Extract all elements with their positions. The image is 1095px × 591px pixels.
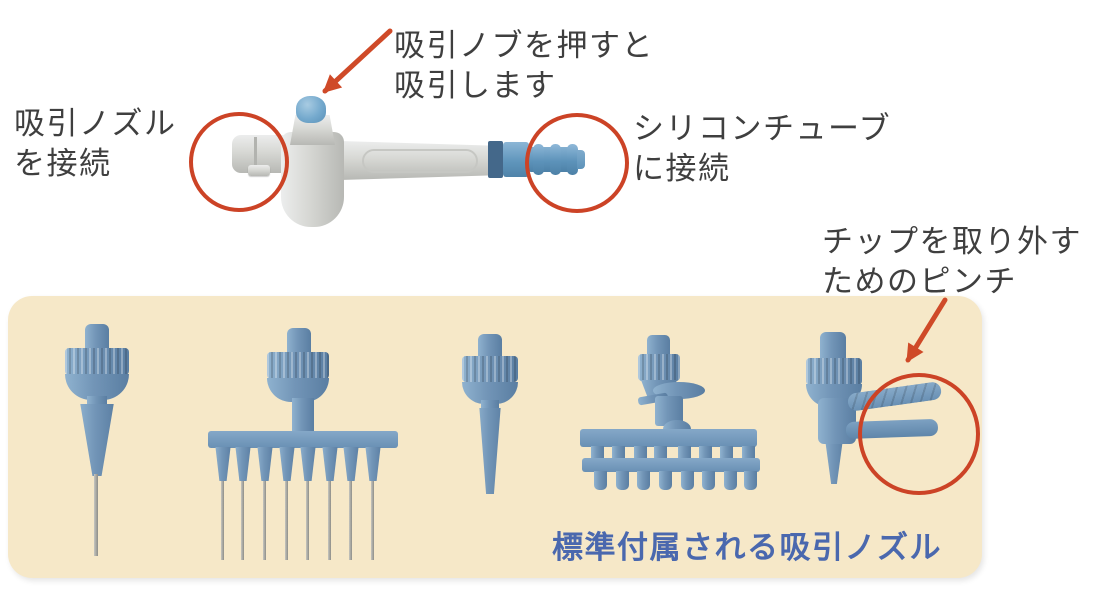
- panel-caption: 標準付属される吸引ノズル: [552, 530, 942, 566]
- nozzle4-upper-stub: [742, 446, 755, 460]
- annotation-knob-line1: 吸引ノブを押すと: [394, 28, 654, 64]
- nozzle4-upper-stub: [678, 446, 691, 460]
- nozzle2-needle: [241, 481, 244, 560]
- annotation-tube-port-line2: に接続: [633, 151, 731, 187]
- annotation-pinch-line1: チップを取り外す: [822, 224, 1082, 260]
- tube-sleeve: [503, 142, 529, 177]
- nozzle4-lower-stub: [616, 471, 629, 490]
- nozzle2-needle: [328, 481, 331, 560]
- nozzle2-needle: [306, 481, 309, 560]
- nozzle2-manifold-bar: [208, 431, 398, 448]
- nozzle2-tip: [279, 447, 295, 481]
- annotation-tube-port-line1: シリコンチューブ: [633, 111, 892, 147]
- nozzle2-tip: [322, 447, 338, 481]
- nozzle4-lower-stub: [681, 471, 694, 490]
- nozzle3-top-stub: [478, 334, 502, 358]
- annotation-knob: 吸引ノブを押すと 吸引します: [394, 26, 654, 106]
- nozzle4-lower-bar: [582, 458, 760, 472]
- nozzle2-knurled-cap: [267, 352, 329, 379]
- nozzle3-knurled-cap: [462, 356, 518, 382]
- nozzle2-needle: [349, 481, 352, 560]
- nozzle2-tip: [215, 447, 231, 481]
- nozzle4-upper-stub: [699, 446, 712, 460]
- nozzle2-tip: [365, 447, 381, 481]
- barrel-end-ring: [488, 141, 503, 178]
- nozzle1-knurled-cap: [65, 348, 129, 375]
- nozzle4-upper-bar: [580, 429, 757, 447]
- annotation-pinch-line2: ためのピンチ: [822, 264, 1017, 300]
- highlight-circle-nozzle-port: [189, 112, 289, 212]
- device-grip: [281, 132, 344, 227]
- nozzle2-top-stub: [287, 328, 311, 354]
- highlight-circle-pinch: [858, 373, 980, 495]
- nozzle3-cap-body: [462, 382, 518, 404]
- accessories-panel: 標準付属される吸引ノズル: [8, 296, 982, 578]
- nozzle4-top-stub: [647, 335, 670, 356]
- nozzle4-lower-stub: [659, 471, 672, 490]
- nozzle1-neck: [87, 396, 107, 406]
- annotation-nozzle-port-line1: 吸引ノズル: [14, 106, 177, 142]
- nozzle4-upper-stub: [720, 446, 733, 460]
- annotation-knob-line2: 吸引します: [394, 68, 557, 104]
- suction-knob: [296, 96, 326, 123]
- annotation-pinch: チップを取り外す ためのピンチ: [822, 222, 1082, 302]
- nozzle4-upper-stub: [654, 446, 667, 460]
- nozzle4-upper-stub: [634, 446, 647, 460]
- nozzle1-top-stub: [85, 324, 109, 350]
- nozzle2-tip: [235, 447, 251, 481]
- nozzle2-needle: [285, 481, 288, 560]
- annotation-nozzle-port-line2: を接続: [14, 146, 112, 182]
- highlight-circle-tube-port: [525, 113, 629, 213]
- nozzle3-neck: [481, 400, 499, 410]
- nozzle2-tip: [257, 447, 273, 481]
- nozzle4-upper-stub: [591, 446, 604, 460]
- nozzle4-lower-stub: [637, 471, 650, 490]
- nozzle4-lower-stub: [744, 471, 757, 490]
- nozzle3-cone: [479, 408, 501, 494]
- nozzle4-knurled-cap: [638, 354, 680, 381]
- nozzle4-lower-stub: [724, 471, 737, 490]
- annotation-tube-port: シリコンチューブ に接続: [633, 109, 891, 189]
- annotation-nozzle-port: 吸引ノズル を接続: [14, 104, 177, 184]
- nozzle4-lower-stub: [702, 471, 715, 490]
- nozzle2-tip: [300, 447, 316, 481]
- nozzle4-upper-stub: [612, 446, 625, 460]
- nozzle2-needle: [263, 481, 266, 560]
- nozzle5-knurled-cap: [806, 358, 862, 385]
- nozzle4-lower-stub: [594, 471, 607, 490]
- nozzle2-tip: [343, 447, 359, 481]
- nozzle2-needle: [221, 481, 224, 560]
- nozzle2-needle: [371, 481, 374, 560]
- nozzle1-needle: [94, 474, 98, 556]
- barrel-groove: [362, 149, 478, 173]
- nozzle5-top-stub: [820, 332, 846, 360]
- nozzle2-stem: [292, 398, 314, 434]
